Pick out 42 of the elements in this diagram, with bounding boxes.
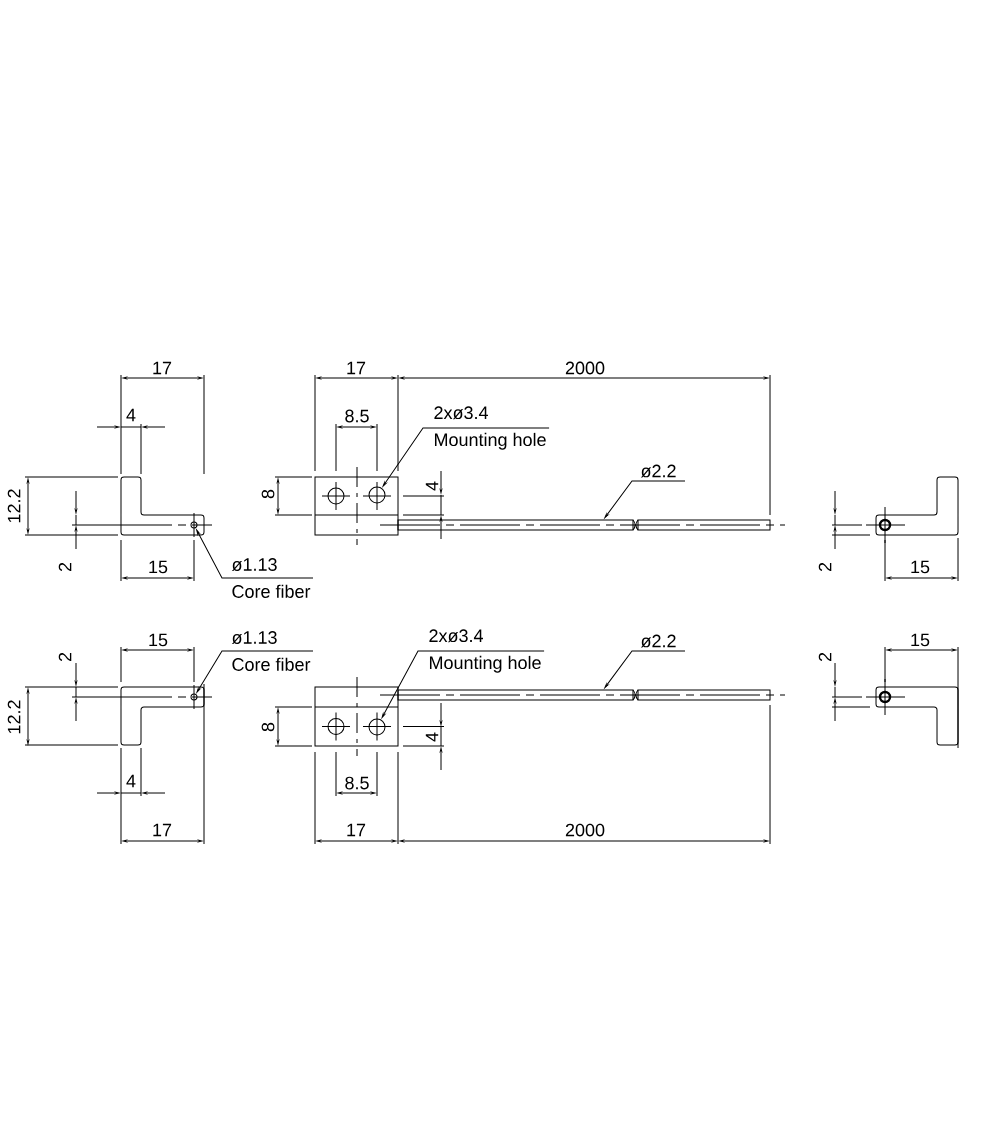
- dimension-value: 17: [153, 823, 172, 837]
- dimension-value: 4: [425, 732, 439, 742]
- dimension-value: 8: [261, 722, 275, 732]
- dimension-value: 2: [818, 652, 832, 662]
- callout-text: ø1.13 Core fiber: [231, 558, 311, 598]
- leader-line: [604, 650, 686, 689]
- leader-line: [604, 480, 686, 519]
- mounting-hole: [368, 718, 386, 736]
- dimension-value: 12.2: [7, 489, 21, 523]
- dimension-value: 15: [911, 633, 930, 647]
- callout-text: 2xø3.4 Mounting hole: [434, 406, 546, 450]
- dimension-value: 2000: [565, 823, 605, 837]
- callout-text: ø2.2: [640, 464, 676, 478]
- leader-line: [196, 650, 314, 693]
- dimension-value: 8.5: [345, 409, 369, 423]
- dimension-value: 4: [425, 481, 439, 491]
- dimension-value: 17: [347, 823, 366, 837]
- dimension-value: 15: [149, 633, 168, 647]
- leader-line: [382, 427, 550, 487]
- dimension-value: 15: [911, 560, 930, 574]
- dimension-value: 12.2: [7, 700, 21, 734]
- dimension-value: 2000: [565, 361, 605, 375]
- callout-text: ø2.2: [640, 634, 676, 648]
- dimension-value: 2: [818, 562, 832, 572]
- fiber-cable: [397, 689, 634, 701]
- dimension-value: 17: [153, 361, 172, 375]
- fiber-cable: [397, 519, 634, 531]
- dimension-value: 8.5: [345, 776, 369, 790]
- fiber-core: [190, 521, 198, 529]
- leader-line: [196, 529, 314, 579]
- dimension-value: 4: [126, 408, 136, 422]
- dimension-value: 2: [58, 652, 72, 662]
- dimension-value: 17: [347, 361, 366, 375]
- callout-text: 2xø3.4 Mounting hole: [429, 629, 541, 673]
- leader-line: [381, 650, 545, 718]
- callout-text: ø1.13 Core fiber: [231, 631, 311, 671]
- fiber-core: [190, 693, 198, 701]
- dimension-value: 15: [149, 560, 168, 574]
- mounting-hole: [368, 486, 386, 504]
- dimension-value: 8: [261, 489, 275, 499]
- dimension-value: 2: [58, 562, 72, 572]
- dimension-value: 4: [126, 774, 136, 788]
